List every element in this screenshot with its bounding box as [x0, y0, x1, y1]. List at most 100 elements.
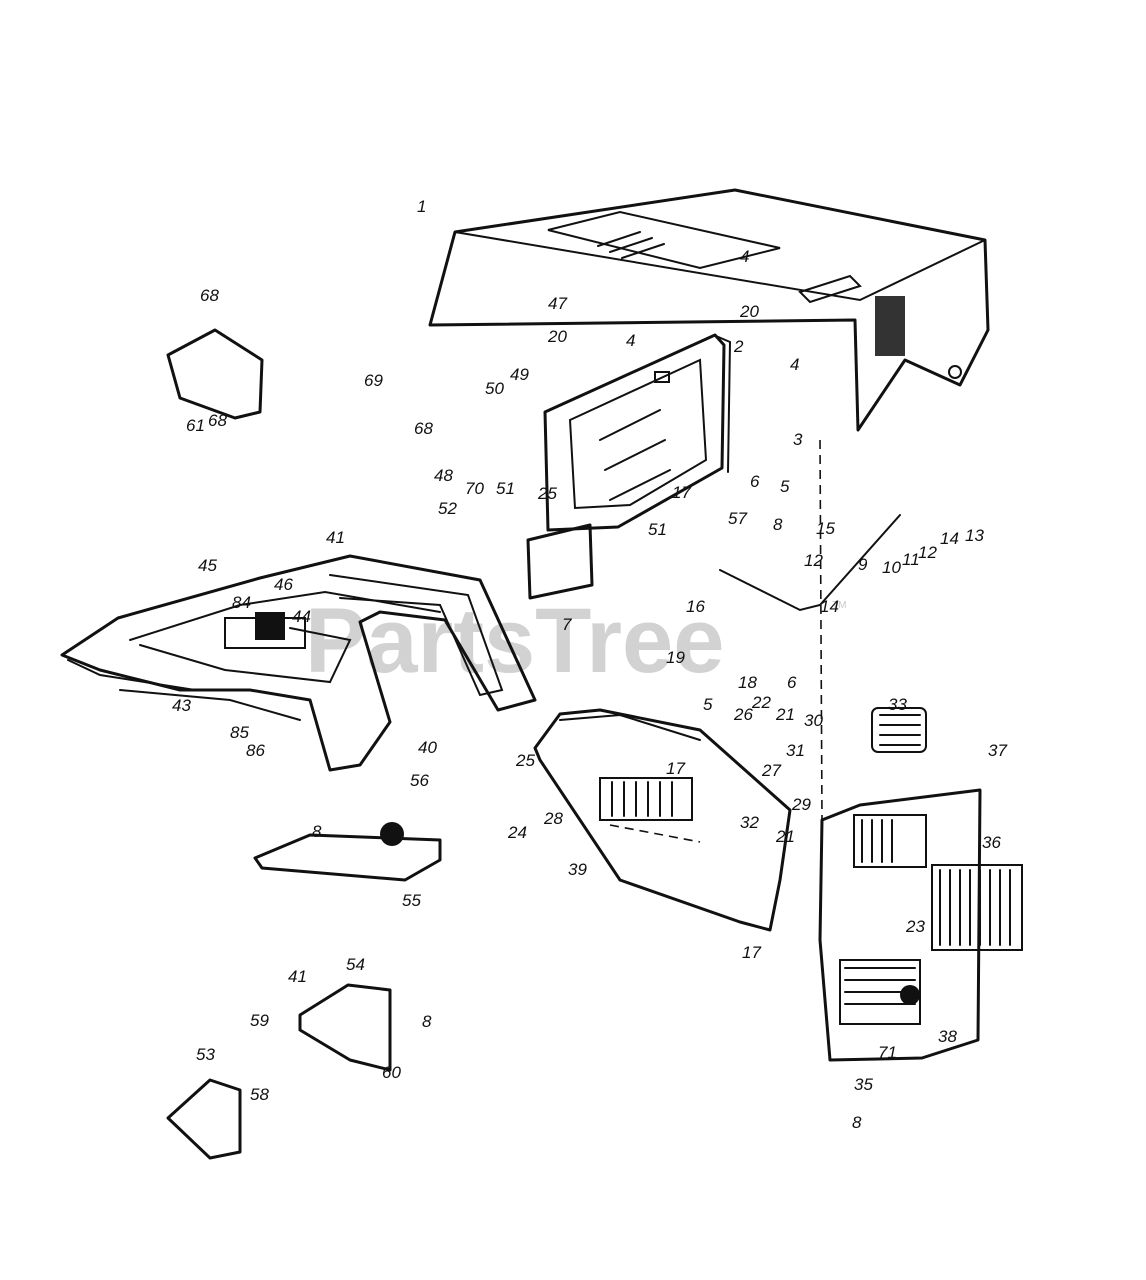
label-49: 49 — [510, 365, 529, 384]
label-48: 48 — [434, 466, 453, 485]
label-12b: 12 — [804, 551, 823, 570]
label-14b: 14 — [820, 597, 839, 616]
label-32: 32 — [740, 813, 759, 832]
label-71: 71 — [878, 1043, 897, 1062]
label-33: 33 — [888, 695, 907, 714]
label-24: 24 — [507, 823, 527, 842]
label-16: 16 — [686, 597, 705, 616]
grille-part — [818, 439, 1023, 1062]
label-10: 10 — [882, 558, 901, 577]
label-23: 23 — [905, 917, 925, 936]
label-17b: 17 — [666, 759, 685, 778]
label-68a: 68 — [200, 286, 219, 305]
label-6b: 6 — [787, 673, 797, 692]
watermark-trademark: TM — [832, 600, 846, 611]
label-54: 54 — [346, 955, 365, 974]
knob-56 — [380, 822, 404, 846]
label-51b: 51 — [648, 520, 667, 539]
label-40: 40 — [418, 738, 437, 757]
label-31: 31 — [786, 741, 805, 760]
label-14a: 14 — [940, 529, 959, 548]
label-84: 84 — [232, 593, 251, 612]
label-56: 56 — [410, 771, 429, 790]
label-21a: 21 — [775, 705, 795, 724]
label-35: 35 — [854, 1075, 873, 1094]
pedal-assembly — [166, 328, 264, 420]
label-59: 59 — [250, 1011, 269, 1030]
label-68c: 68 — [414, 419, 433, 438]
label-61: 61 — [186, 416, 205, 435]
label-4c: 4 — [790, 355, 799, 374]
label-37: 37 — [988, 741, 1007, 760]
label-9: 9 — [858, 555, 868, 574]
label-19: 19 — [666, 648, 685, 667]
label-28: 28 — [543, 809, 563, 828]
label-5a: 5 — [780, 477, 790, 496]
label-30: 30 — [804, 711, 823, 730]
label-50: 50 — [485, 379, 504, 398]
label-60: 60 — [382, 1063, 401, 1082]
label-38: 38 — [938, 1027, 957, 1046]
label-2: 2 — [733, 337, 744, 356]
label-27: 27 — [761, 761, 781, 780]
label-8a: 8 — [773, 515, 783, 534]
label-6a: 6 — [750, 472, 760, 491]
label-43: 43 — [172, 696, 191, 715]
label-25b: 25 — [515, 751, 535, 770]
label-7: 7 — [562, 615, 572, 634]
label-86: 86 — [246, 741, 265, 760]
label-15: 15 — [816, 519, 835, 538]
label-5b: 5 — [703, 695, 713, 714]
label-44: 44 — [292, 607, 311, 626]
label-11: 11 — [902, 550, 920, 569]
watermark: PartsTree — [305, 590, 724, 692]
label-36: 36 — [982, 833, 1001, 852]
label-29: 29 — [791, 795, 811, 814]
label-20b: 20 — [547, 327, 567, 346]
label-3: 3 — [793, 430, 803, 449]
label-70: 70 — [465, 479, 484, 498]
bracket-54 — [298, 983, 392, 1072]
label-45: 45 — [198, 556, 217, 575]
label-4b: 4 — [626, 331, 635, 350]
label-41a: 41 — [326, 528, 345, 547]
label-25a: 25 — [537, 484, 557, 503]
label-8d: 8 — [852, 1113, 862, 1132]
label-22: 22 — [751, 693, 771, 712]
side-panel-part — [533, 708, 792, 932]
label-58: 58 — [250, 1085, 269, 1104]
label-39: 39 — [568, 860, 587, 879]
label-20a: 20 — [739, 302, 759, 321]
label-26: 26 — [733, 705, 753, 724]
linkage-rod — [719, 514, 901, 612]
label-12a: 12 — [918, 543, 937, 562]
label-68b: 68 — [208, 411, 227, 430]
label-8b: 8 — [312, 822, 322, 841]
label-1: 1 — [417, 197, 426, 216]
part-labels: 1 2 3 4 4 4 5 5 6 6 7 8 8 8 8 9 10 11 12… — [172, 197, 1007, 1132]
label-17a: 17 — [672, 483, 691, 502]
label-18: 18 — [738, 673, 757, 692]
label-21b: 21 — [775, 827, 795, 846]
bracket-53 — [166, 1078, 242, 1160]
label-46: 46 — [274, 575, 293, 594]
bracket-part — [526, 523, 594, 600]
hood-part — [428, 188, 990, 432]
label-69: 69 — [364, 371, 383, 390]
label-85: 85 — [230, 723, 249, 742]
label-57: 57 — [728, 509, 747, 528]
label-17c: 17 — [742, 943, 761, 962]
label-51a: 51 — [496, 479, 515, 498]
plate-part — [253, 833, 442, 882]
label-13: 13 — [965, 526, 984, 545]
label-47: 47 — [548, 294, 567, 313]
label-55: 55 — [402, 891, 421, 910]
label-53: 53 — [196, 1045, 215, 1064]
fender-part — [60, 554, 537, 772]
dash-panel-part — [543, 333, 732, 532]
label-41b: 41 — [288, 967, 307, 986]
label-8c: 8 — [422, 1012, 432, 1031]
label-52: 52 — [438, 499, 457, 518]
label-4a: 4 — [740, 247, 749, 266]
